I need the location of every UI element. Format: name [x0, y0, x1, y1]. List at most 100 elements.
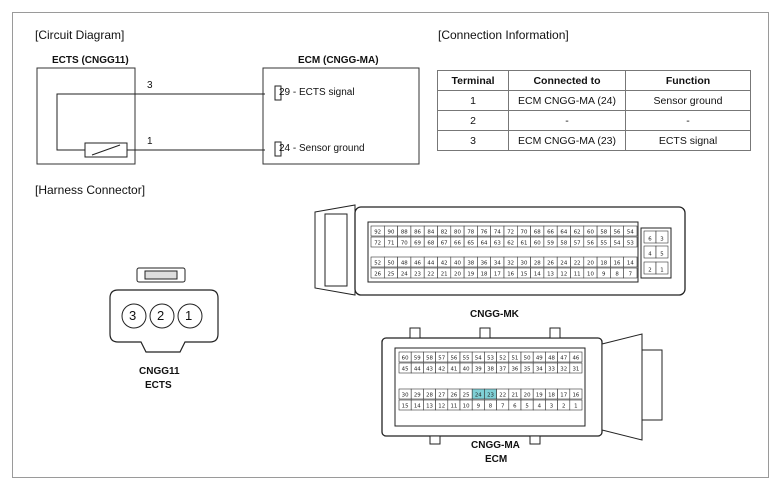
pin-number: 8	[489, 404, 493, 410]
pin-cell	[655, 245, 669, 259]
pin-number: 24	[560, 261, 567, 267]
ects-connector-code: CNGG11	[139, 366, 180, 377]
pin-number: 1	[574, 404, 577, 410]
pin-number: 22	[427, 272, 434, 278]
pin-number: 46	[572, 356, 579, 362]
pin-number: 22	[499, 393, 506, 399]
pin-number: 26	[450, 393, 457, 399]
pin-cell	[569, 388, 583, 400]
pin-number: 57	[438, 356, 445, 362]
pin-number: 44	[414, 367, 421, 373]
mk-connector-code: CNGG-MK	[470, 309, 519, 320]
pin-number: 70	[521, 230, 528, 236]
pin-cell	[623, 225, 638, 237]
pin-number: 4	[648, 252, 652, 258]
table-row: 2 - -	[437, 110, 751, 131]
pin-number: 15	[521, 272, 528, 278]
pin-number: 48	[401, 261, 408, 267]
ects-pin-label: 3	[129, 308, 137, 323]
pin-number: 58	[560, 241, 567, 247]
pin-number: 64	[560, 230, 567, 236]
pin-number: 28	[534, 261, 541, 267]
pin-number: 25	[463, 393, 470, 399]
ecm-title: ECM (CNGG-MA)	[298, 55, 379, 66]
pin-number: 54	[627, 230, 634, 236]
pin-number: 52	[499, 356, 506, 362]
ects-pin-label: 1	[185, 308, 193, 323]
pin-number: 66	[454, 241, 461, 247]
pin-number: 29	[414, 393, 421, 399]
pin-number: 3	[550, 404, 553, 410]
pin-number: 40	[463, 367, 470, 373]
table-header-row: Terminal Connected to Function	[437, 70, 751, 91]
pin-number: 14	[414, 404, 421, 410]
pin-number: 16	[507, 272, 514, 278]
pin-number: 41	[450, 367, 457, 373]
pin-number: 20	[524, 393, 531, 399]
connection-info-heading: [Connection Information]	[438, 28, 569, 42]
pin-number: 26	[374, 272, 381, 278]
pin-number: 16	[572, 393, 579, 399]
pin-number: 46	[414, 261, 421, 267]
pin-number: 25	[388, 272, 395, 278]
pin-number: 68	[534, 230, 541, 236]
pin-number: 58	[600, 230, 607, 236]
pin-number: 72	[374, 241, 381, 247]
pin-number: 9	[477, 404, 481, 410]
pin-number: 23	[487, 393, 494, 399]
pin-number: 65	[467, 241, 474, 247]
pin-number: 2	[562, 404, 565, 410]
diagram-frame	[12, 12, 769, 478]
pin-cell	[569, 362, 583, 374]
cell-terminal: 3	[437, 130, 509, 151]
pin-number: 42	[441, 261, 448, 267]
pin-cell	[569, 399, 583, 411]
pin-number: 66	[547, 230, 554, 236]
pin-number: 13	[426, 404, 433, 410]
pin-cell	[623, 236, 638, 248]
pin-number: 8	[615, 272, 619, 278]
pin-number: 5	[525, 404, 528, 410]
table-row: 3 ECM CNGG-MA (23) ECTS signal	[437, 130, 751, 151]
pin-number: 90	[388, 230, 395, 236]
ects-pin-3: 3	[147, 80, 153, 91]
pin-number: 14	[627, 261, 634, 267]
pin-number: 32	[507, 261, 514, 267]
pin-number: 58	[426, 356, 433, 362]
pin-number: 32	[560, 367, 567, 373]
ecm-pin-top: 29 - ECTS signal	[279, 87, 355, 98]
pin-number: 38	[467, 261, 474, 267]
pin-number: 7	[501, 404, 504, 410]
ects-pin-1: 1	[147, 136, 153, 147]
pin-number: 62	[507, 241, 514, 247]
pin-number: 11	[574, 272, 581, 278]
pin-number: 47	[560, 356, 567, 362]
pin-number: 50	[524, 356, 531, 362]
pin-number: 42	[438, 367, 445, 373]
ma-connector-code: CNGG-MA	[471, 440, 520, 451]
pin-number: 60	[534, 241, 541, 247]
pin-number: 56	[450, 356, 457, 362]
pin-number: 16	[614, 261, 621, 267]
pin-number: 20	[587, 261, 594, 267]
pin-cell	[655, 230, 669, 244]
pin-number: 10	[587, 272, 594, 278]
pin-number: 2	[648, 268, 651, 274]
pin-number: 18	[481, 272, 488, 278]
pin-number: 12	[560, 272, 567, 278]
pin-number: 70	[401, 241, 408, 247]
pin-number: 57	[574, 241, 581, 247]
pin-number: 62	[574, 230, 581, 236]
pin-number: 60	[402, 356, 409, 362]
pin-number: 69	[414, 241, 421, 247]
pin-number: 22	[574, 261, 581, 267]
pin-number: 80	[454, 230, 461, 236]
pin-number: 23	[414, 272, 421, 278]
pin-number: 20	[454, 272, 461, 278]
pin-number: 61	[521, 241, 528, 247]
circuit-diagram-heading: [Circuit Diagram]	[35, 28, 125, 42]
pin-number: 64	[481, 241, 488, 247]
pin-number: 19	[536, 393, 543, 399]
